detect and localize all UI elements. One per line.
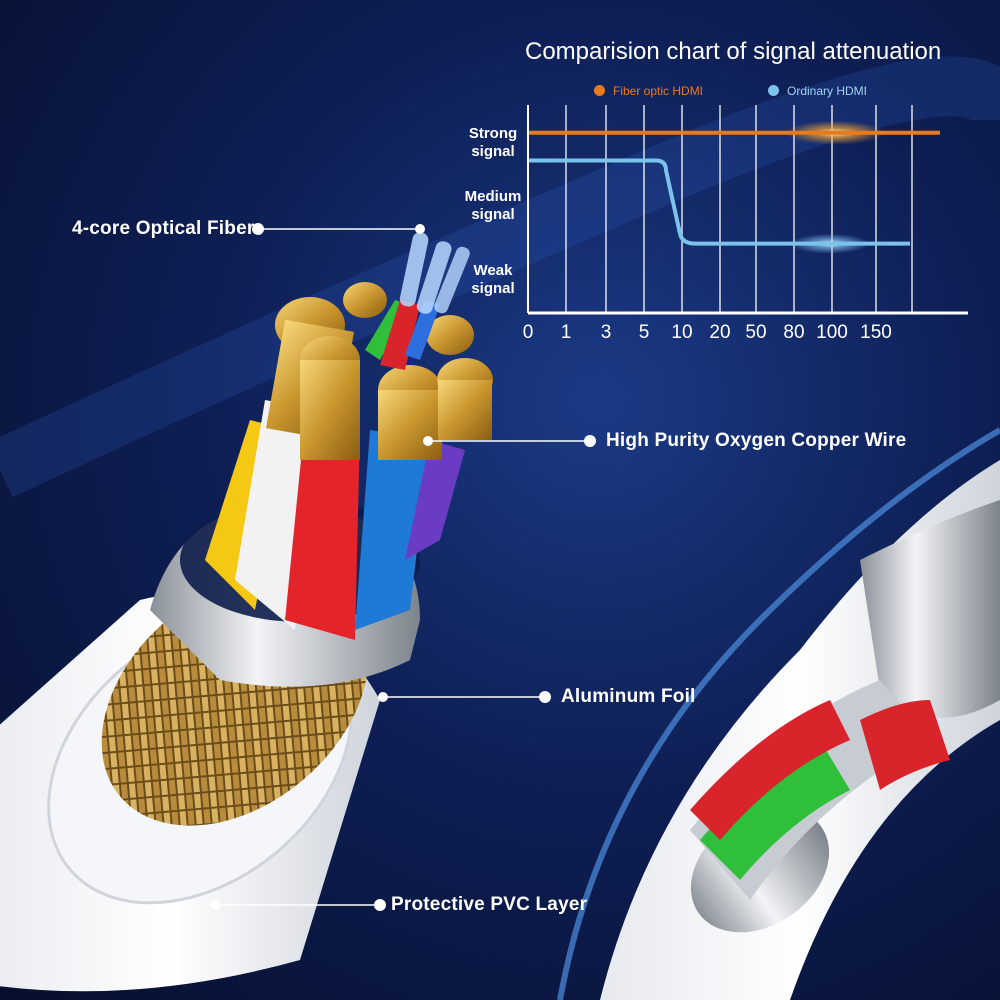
x-tick-label: 20 <box>709 322 730 343</box>
chart-grid <box>565 105 913 313</box>
y-label-weak: Weak signal <box>458 262 528 298</box>
x-tick-label: 100 <box>816 322 848 343</box>
secondary-cable <box>557 427 1000 1000</box>
y-label-strong-line1: Strong <box>468 125 518 142</box>
chart-lines <box>528 130 940 246</box>
legend-dot-fiber <box>594 85 605 96</box>
callout-pvc-layer: Protective PVC Layer <box>391 894 588 915</box>
x-tick-label: 5 <box>639 322 650 343</box>
legend-label-ordinary: Ordinary HDMI <box>787 84 868 98</box>
y-label-strong-line2: signal <box>471 143 515 160</box>
legend-label-fiber: Fiber optic HDMI <box>613 84 704 98</box>
legend-dot-ordinary <box>768 85 779 96</box>
legend-item-fiber: Fiber optic HDMI <box>594 84 703 98</box>
y-label-strong: Strong signal <box>458 125 528 161</box>
legend-item-ordinary: Ordinary HDMI <box>768 84 867 98</box>
y-label-medium-line2: signal <box>471 206 515 223</box>
main-cable <box>0 232 493 992</box>
x-tick-label: 50 <box>745 322 766 343</box>
callout-lines <box>210 223 596 911</box>
x-tick-label: 3 <box>601 322 612 343</box>
callout-copper-wire: High Purity Oxygen Copper Wire <box>606 430 907 451</box>
x-tick-label: 1 <box>561 322 572 343</box>
x-tick-label: 0 <box>523 322 534 343</box>
y-label-medium-line1: Medium <box>464 188 522 205</box>
x-tick-label: 80 <box>783 322 804 343</box>
y-label-weak-line2: signal <box>471 280 515 297</box>
y-label-medium: Medium signal <box>458 188 528 224</box>
y-label-weak-line1: Weak <box>473 262 513 279</box>
chart-glows <box>785 120 885 254</box>
x-tick-label: 10 <box>671 322 692 343</box>
callout-optical-fiber: 4-core Optical Fiber <box>72 218 255 239</box>
chart-ticks: 0 1 3 5 10 20 50 80 100 150 <box>523 322 892 343</box>
chart-title: Comparision chart of signal attenuation <box>525 38 942 65</box>
series-line-ordinary <box>528 158 910 246</box>
x-tick-label: 150 <box>860 322 892 343</box>
callout-aluminum-foil: Aluminum Foil <box>561 686 696 707</box>
